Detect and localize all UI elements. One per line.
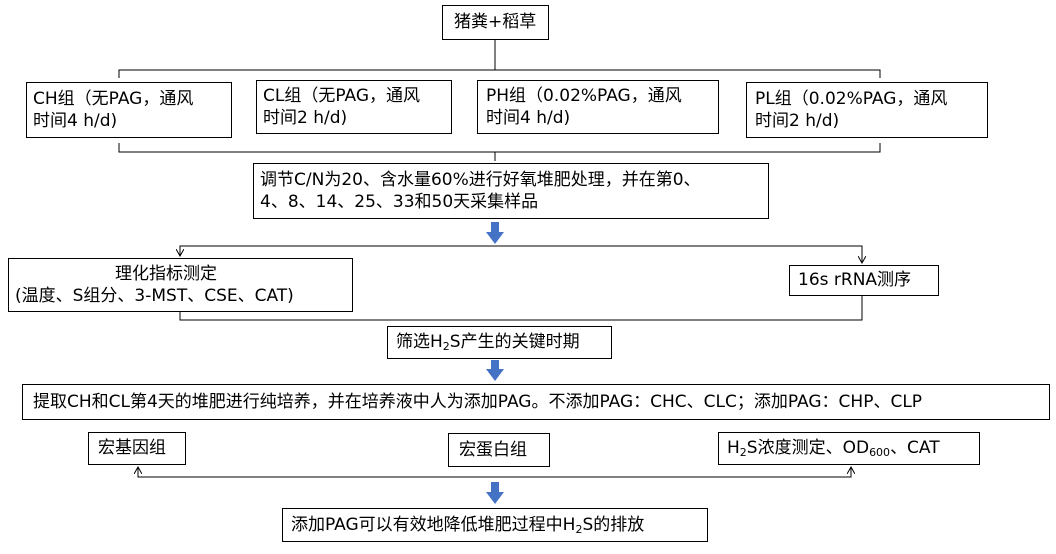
group-pl-line2: 时间2 h/d): [755, 111, 840, 131]
split-line: [179, 245, 863, 252]
group-cl-node: CL组（无PAG，通风 时间2 h/d): [256, 80, 452, 134]
metaproteome-label: 宏蛋白组: [459, 440, 527, 460]
process-line1: 调节C/N为20、含水量60%进行好氧堆肥处理，并在第0、: [260, 170, 701, 190]
group-pl-node: PL组（0.02%PAG，通风 时间2 h/d): [746, 82, 988, 138]
group-cl-line1: CL组（无PAG，通风: [263, 86, 421, 106]
group-ch-line1: CH组（无PAG，通风: [33, 89, 194, 109]
screen-label: 筛选H2S产生的关键时期: [396, 331, 611, 353]
h2s-label: H2S浓度测定、OD600、CAT: [727, 437, 979, 459]
group-ch-line2: 时间4 h/d): [33, 111, 118, 131]
process-line2: 4、8、14、25、33和50天采集样品: [260, 192, 539, 212]
physchem-node: 理化指标测定 (温度、S组分、3-MST、CSE、CAT): [8, 258, 353, 312]
conclusion-pre: 添加PAG可以有效地降低堆肥过程中H: [291, 515, 576, 535]
group-ch-node: CH组（无PAG，通风 时间4 h/d): [26, 82, 232, 138]
physchem-line1: 理化指标测定: [115, 264, 217, 284]
h2s-node: H2S浓度测定、OD600、CAT: [718, 432, 980, 465]
conclusion-label: 添加PAG可以有效地降低堆肥过程中H2S的排放: [291, 514, 707, 536]
group-ph-node: PH组（0.02%PAG，通风 时间4 h/d): [477, 80, 719, 134]
conclusion-node: 添加PAG可以有效地降低堆肥过程中H2S的排放: [282, 508, 708, 542]
blue-arrow-1: [486, 222, 504, 244]
screen-node: 筛选H2S产生的关键时期: [387, 326, 612, 359]
merge-line: [179, 294, 863, 321]
screen-post: S产生的关键时期: [449, 332, 580, 352]
h2s-sub: 2: [739, 446, 747, 459]
metaproteome-node: 宏蛋白组: [448, 433, 550, 467]
group-ph-line1: PH组（0.02%PAG，通风: [486, 86, 682, 106]
extract-node: 提取CH和CL第4天的堆肥进行纯培养，并在培养液中人为添加PAG。不添加PAG：…: [22, 384, 1050, 420]
start-node: 猪粪+稻草: [442, 5, 549, 40]
conclusion-post: S的排放: [582, 515, 645, 535]
h2s-mid: S浓度测定、OD: [746, 438, 870, 458]
blue-arrow-3: [486, 482, 504, 504]
group-ph-line2: 时间4 h/d): [486, 108, 571, 128]
metagenome-label: 宏基因组: [98, 438, 166, 458]
brace-top: [118, 40, 881, 78]
group-cl-line2: 时间2 h/d): [263, 108, 348, 128]
screen-sub: 2: [442, 340, 450, 353]
conclusion-sub: 2: [575, 523, 583, 536]
group-pl-line1: PL组（0.02%PAG，通风: [755, 89, 948, 109]
h2s-post: 、CAT: [890, 438, 940, 458]
extract-label: 提取CH和CL第4天的堆肥进行纯培养，并在培养液中人为添加PAG。不添加PAG：…: [33, 392, 923, 412]
h2s-pre: H: [727, 438, 740, 458]
physchem-line2: (温度、S组分、3-MST、CSE、CAT): [15, 286, 294, 306]
process-node: 调节C/N为20、含水量60%进行好氧堆肥处理，并在第0、 4、8、14、25、…: [253, 163, 769, 219]
brace-bottom: [118, 143, 881, 161]
h2s-sub2: 600: [869, 446, 891, 459]
screen-pre: 筛选H: [396, 332, 443, 352]
bottom-bracket: [137, 467, 852, 478]
start-node-label: 猪粪+稻草: [454, 12, 537, 32]
blue-arrow-2: [486, 360, 504, 381]
metagenome-node: 宏基因组: [88, 432, 186, 465]
rrna-node: 16s rRNA测序: [789, 265, 939, 296]
rrna-label: 16s rRNA测序: [798, 270, 912, 290]
